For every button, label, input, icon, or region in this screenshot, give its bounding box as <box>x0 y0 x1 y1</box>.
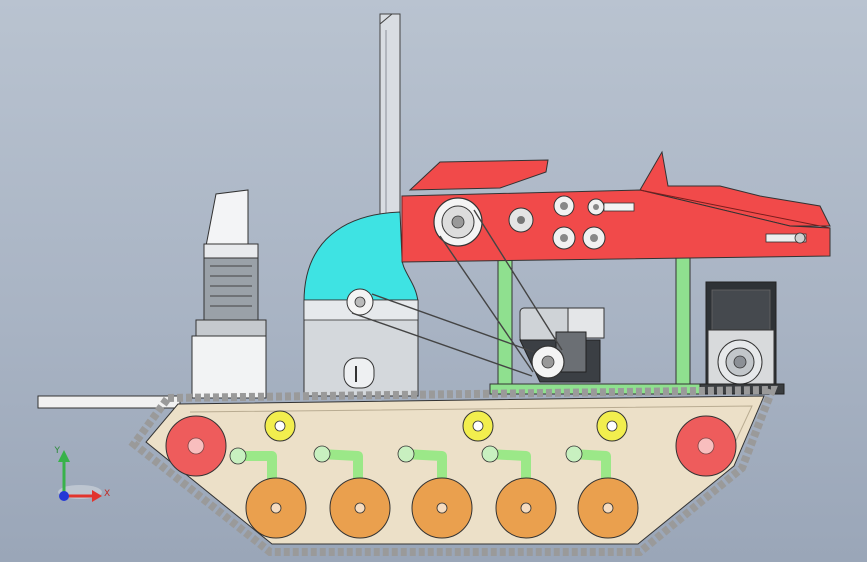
drive-sprocket-front <box>165 415 227 477</box>
deck-plate <box>37 395 181 409</box>
hopper-gear-2 <box>587 198 635 216</box>
housing-pulley <box>346 288 374 316</box>
drive-belts <box>351 209 563 377</box>
hopper-drive-pulley <box>433 197 483 247</box>
road-wheel-2 <box>329 477 391 539</box>
drive-sprocket-rear <box>675 415 737 477</box>
y-axis-label: Y <box>54 446 61 456</box>
hopper-sprocket <box>508 207 534 233</box>
y-axis-arrowhead-icon <box>58 450 70 462</box>
electric-motor <box>191 189 267 399</box>
hopper-gear-1 <box>553 195 575 217</box>
idler-roller-1 <box>264 410 296 442</box>
coordinate-triad[interactable]: Y X <box>54 446 111 502</box>
z-axis-dot-icon <box>59 491 69 501</box>
idler-roller-3 <box>596 410 628 442</box>
diesel-engine <box>699 281 785 395</box>
road-wheel-4 <box>495 477 557 539</box>
road-wheel-1 <box>245 477 307 539</box>
road-wheel-3 <box>411 477 473 539</box>
x-axis-arrowhead-icon <box>92 490 102 502</box>
hopper-gear-3 <box>552 226 576 250</box>
exhaust-stack <box>379 13 401 225</box>
x-axis-label: X <box>104 489 110 499</box>
housing-badge <box>343 357 375 389</box>
road-wheel-5 <box>577 477 639 539</box>
engine-pulley <box>531 345 565 379</box>
hopper-gear-4 <box>582 226 606 250</box>
feed-hopper <box>401 150 831 263</box>
idler-roller-2 <box>462 410 494 442</box>
fan-housing <box>303 211 419 303</box>
